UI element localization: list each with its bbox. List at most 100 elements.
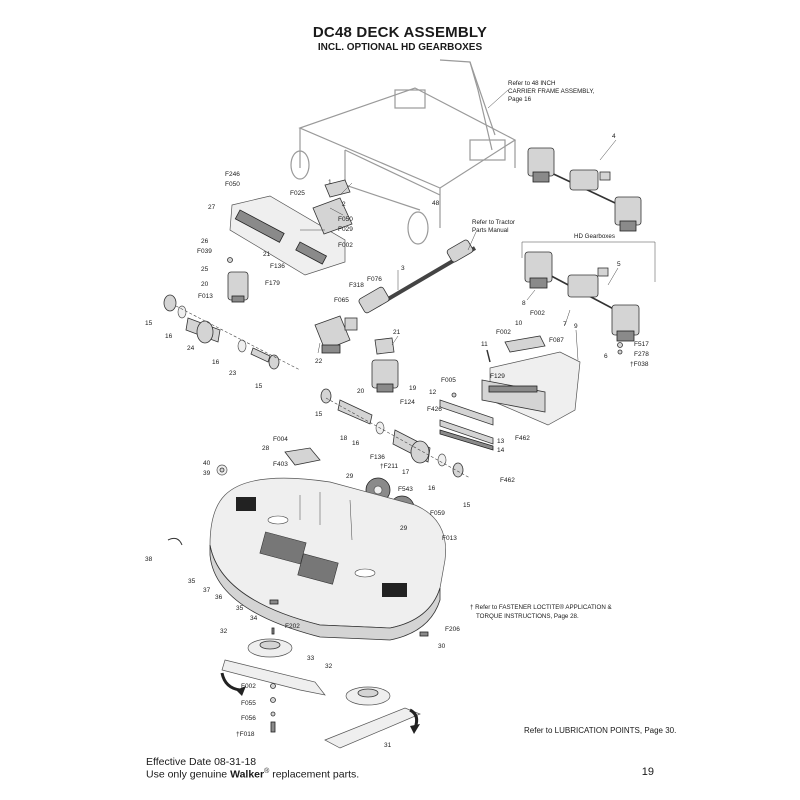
page-title: DC48 DECK ASSEMBLY: [312, 24, 488, 41]
gearbox-assembly-hd: [521, 241, 656, 342]
blade-hub-right: [345, 686, 391, 706]
label-F543: F543: [398, 486, 413, 493]
label-37: 37: [203, 587, 211, 594]
label-40: 40: [203, 460, 211, 467]
label-F002b: F002: [530, 310, 545, 317]
belt-cover: [481, 351, 581, 426]
label-33: 33: [307, 655, 315, 662]
label-F136b: F136: [370, 454, 385, 461]
label-F029: F029: [338, 226, 353, 233]
frame-badge: 48: [432, 200, 440, 207]
note-hd-gearboxes: HD Gearboxes: [574, 233, 615, 240]
label-22: 22: [315, 358, 323, 365]
label-F050a: F050: [225, 181, 240, 188]
page-subtitle: INCL. OPTIONAL HD GEARBOXES: [317, 42, 483, 53]
label-5: 5: [617, 261, 621, 268]
label-F136a: F136: [270, 263, 285, 270]
note-carrier-3: Page 16: [508, 96, 532, 103]
label-F462b: F462: [500, 477, 515, 484]
label-34: 34: [250, 615, 258, 622]
label-15d: 15: [463, 502, 471, 509]
note-carrier-2: CARRIER FRAME ASSEMBLY,: [508, 88, 595, 95]
label-F087: F087: [549, 337, 564, 344]
label-29a: 29: [346, 473, 354, 480]
label-32b: 32: [325, 663, 333, 670]
rail-brackets: [439, 399, 494, 451]
label-11: 11: [481, 341, 488, 348]
brand-reg-mark: ®: [264, 768, 270, 775]
mower-blade-right: [324, 707, 421, 749]
drive-shaft: [358, 239, 477, 314]
note-tractor-1: Refer to Tractor: [472, 219, 515, 226]
label-F246: F246: [225, 171, 240, 178]
misc-hardware: [167, 257, 623, 637]
mower-deck-shell: [209, 477, 446, 641]
label-39: 39: [203, 470, 211, 477]
carrier-frame-ghost: 48: [290, 59, 517, 245]
label-30: 30: [438, 643, 446, 650]
blade-hardware-stack: [270, 627, 276, 733]
label-1: 1: [328, 179, 332, 186]
label-F206: F206: [445, 626, 460, 633]
label-15a: 15: [145, 320, 153, 327]
genuine-parts-note: Use only genuine Walker® replacement par…: [146, 768, 359, 781]
reference-notes: Refer to 48 INCH CARRIER FRAME ASSEMBLY,…: [470, 80, 615, 620]
label-20a: 20: [201, 281, 209, 288]
page-number: 19: [641, 766, 654, 778]
label-F002d: F002: [241, 683, 256, 690]
callout-labels: 1 2 3 4 5 6 7 8 9 10 11 12 13 14 15 15 1…: [145, 133, 649, 749]
label-28: 28: [262, 445, 270, 452]
lubrication-note: Refer to LUBRICATION POINTS, Page 30.: [524, 726, 677, 735]
leader-lines: [300, 89, 619, 361]
label-F002c: F002: [496, 329, 511, 336]
note-loctite-2: TORQUE INSTRUCTIONS, Page 28.: [476, 613, 579, 620]
label-F179: F179: [265, 280, 280, 287]
label-27: 27: [208, 204, 216, 211]
label-19: 19: [409, 385, 417, 392]
label-7: 7: [563, 321, 567, 328]
label-F039: F039: [197, 248, 212, 255]
label-16d: 16: [428, 485, 436, 492]
label-F025: F025: [290, 190, 305, 197]
label-2: 2: [342, 201, 346, 208]
label-F038: †F038: [630, 361, 649, 368]
label-F004: F004: [273, 436, 288, 443]
note-carrier-1: Refer to 48 INCH: [508, 80, 555, 87]
label-10: 10: [515, 320, 523, 327]
label-F129: F129: [490, 373, 505, 380]
label-F059: F059: [430, 510, 445, 517]
label-15b: 15: [255, 383, 263, 390]
mower-blade-left: [220, 659, 326, 696]
label-F202: F202: [285, 623, 300, 630]
left-spindle-group: [163, 271, 301, 371]
blade-hub-left: [247, 638, 293, 658]
label-18: 18: [340, 435, 348, 442]
label-6: 6: [604, 353, 608, 360]
top-shield: [229, 179, 353, 276]
label-21a: 21: [263, 251, 271, 258]
label-26: 26: [201, 238, 209, 245]
label-35a: 35: [188, 578, 196, 585]
label-38: 38: [145, 556, 153, 563]
label-F278: F278: [634, 351, 649, 358]
genuine-prefix: Use only genuine: [146, 768, 231, 781]
note-tractor-2: Parts Manual: [472, 227, 508, 234]
label-F076: F076: [367, 276, 382, 283]
label-F403: F403: [273, 461, 288, 468]
center-gearbox: [314, 315, 358, 354]
label-F517: F517: [634, 341, 649, 348]
label-16c: 16: [352, 440, 360, 447]
label-32a: 32: [220, 628, 228, 635]
label-F065: F065: [334, 297, 349, 304]
latch-bracket: [284, 447, 321, 466]
label-F462a: F462: [515, 435, 530, 442]
label-20b: 20: [357, 388, 365, 395]
label-F013b: F013: [442, 535, 457, 542]
effective-date: Effective Date 08-31-18: [146, 756, 257, 768]
label-25: 25: [201, 266, 209, 273]
label-24: 24: [187, 345, 195, 352]
label-12: 12: [429, 389, 437, 396]
label-29b: 29: [400, 525, 408, 532]
label-F056: F056: [241, 715, 256, 722]
